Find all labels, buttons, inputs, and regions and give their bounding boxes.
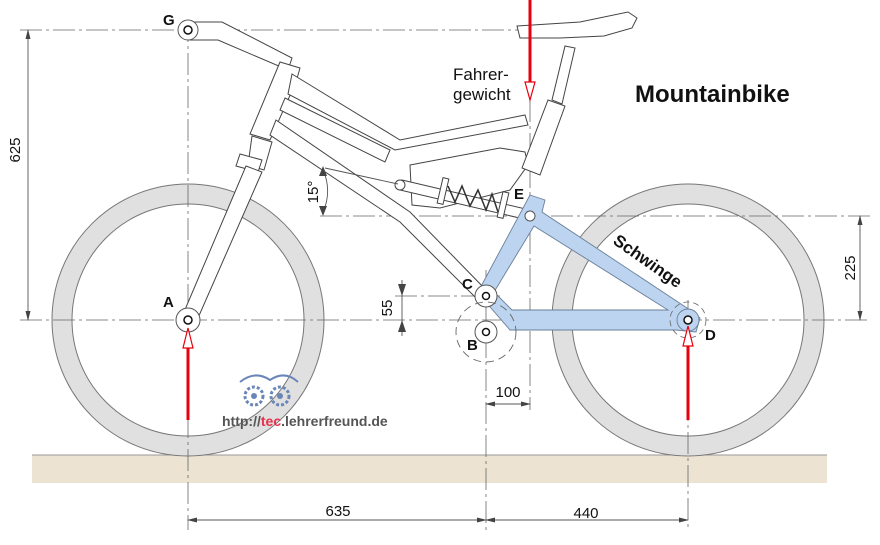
watermark-accent: tec [261, 413, 281, 429]
force-front-support-arrowhead [182, 327, 194, 349]
diagram-title: Mountainbike [635, 81, 790, 108]
force-rear-support-arrowhead [682, 325, 694, 347]
point-label-C: C [462, 276, 473, 293]
watermark-suffix: .lehrerfreund.de [281, 413, 388, 429]
pivot-E [524, 210, 536, 222]
force-rider-weight-arrowhead [524, 81, 536, 103]
pivots [175, 19, 707, 363]
rider-weight-label-line1: Fahrer- [453, 65, 509, 84]
point-label-B: B [467, 337, 478, 354]
owl-gears-icon [239, 374, 299, 407]
rider-weight-label-line2: gewicht [453, 85, 511, 104]
svg-text:http://tec.lehrerfreund.de: http://tec.lehrerfreund.de [222, 413, 388, 429]
point-label-G: G [163, 12, 175, 29]
dim-440: 440 [573, 505, 598, 522]
dim-635: 635 [325, 503, 350, 520]
watermark-prefix: http:// [222, 413, 261, 429]
dim-625: 625 [7, 137, 24, 162]
dim-55: 55 [379, 300, 396, 317]
ground [32, 455, 827, 483]
point-label-E: E [514, 186, 524, 203]
watermark: http://tec.lehrerfreund.de [222, 374, 388, 429]
pivot-D [683, 315, 693, 325]
bike-frame [183, 11, 638, 319]
angle-label: 15° [305, 181, 322, 204]
dimensions [25, 29, 863, 523]
dim-225: 225 [842, 255, 859, 280]
dim-100: 100 [495, 384, 520, 401]
point-label-D: D [705, 327, 716, 344]
chainring-B [455, 301, 517, 363]
forces [182, 0, 694, 420]
point-label-A: A [163, 294, 174, 311]
